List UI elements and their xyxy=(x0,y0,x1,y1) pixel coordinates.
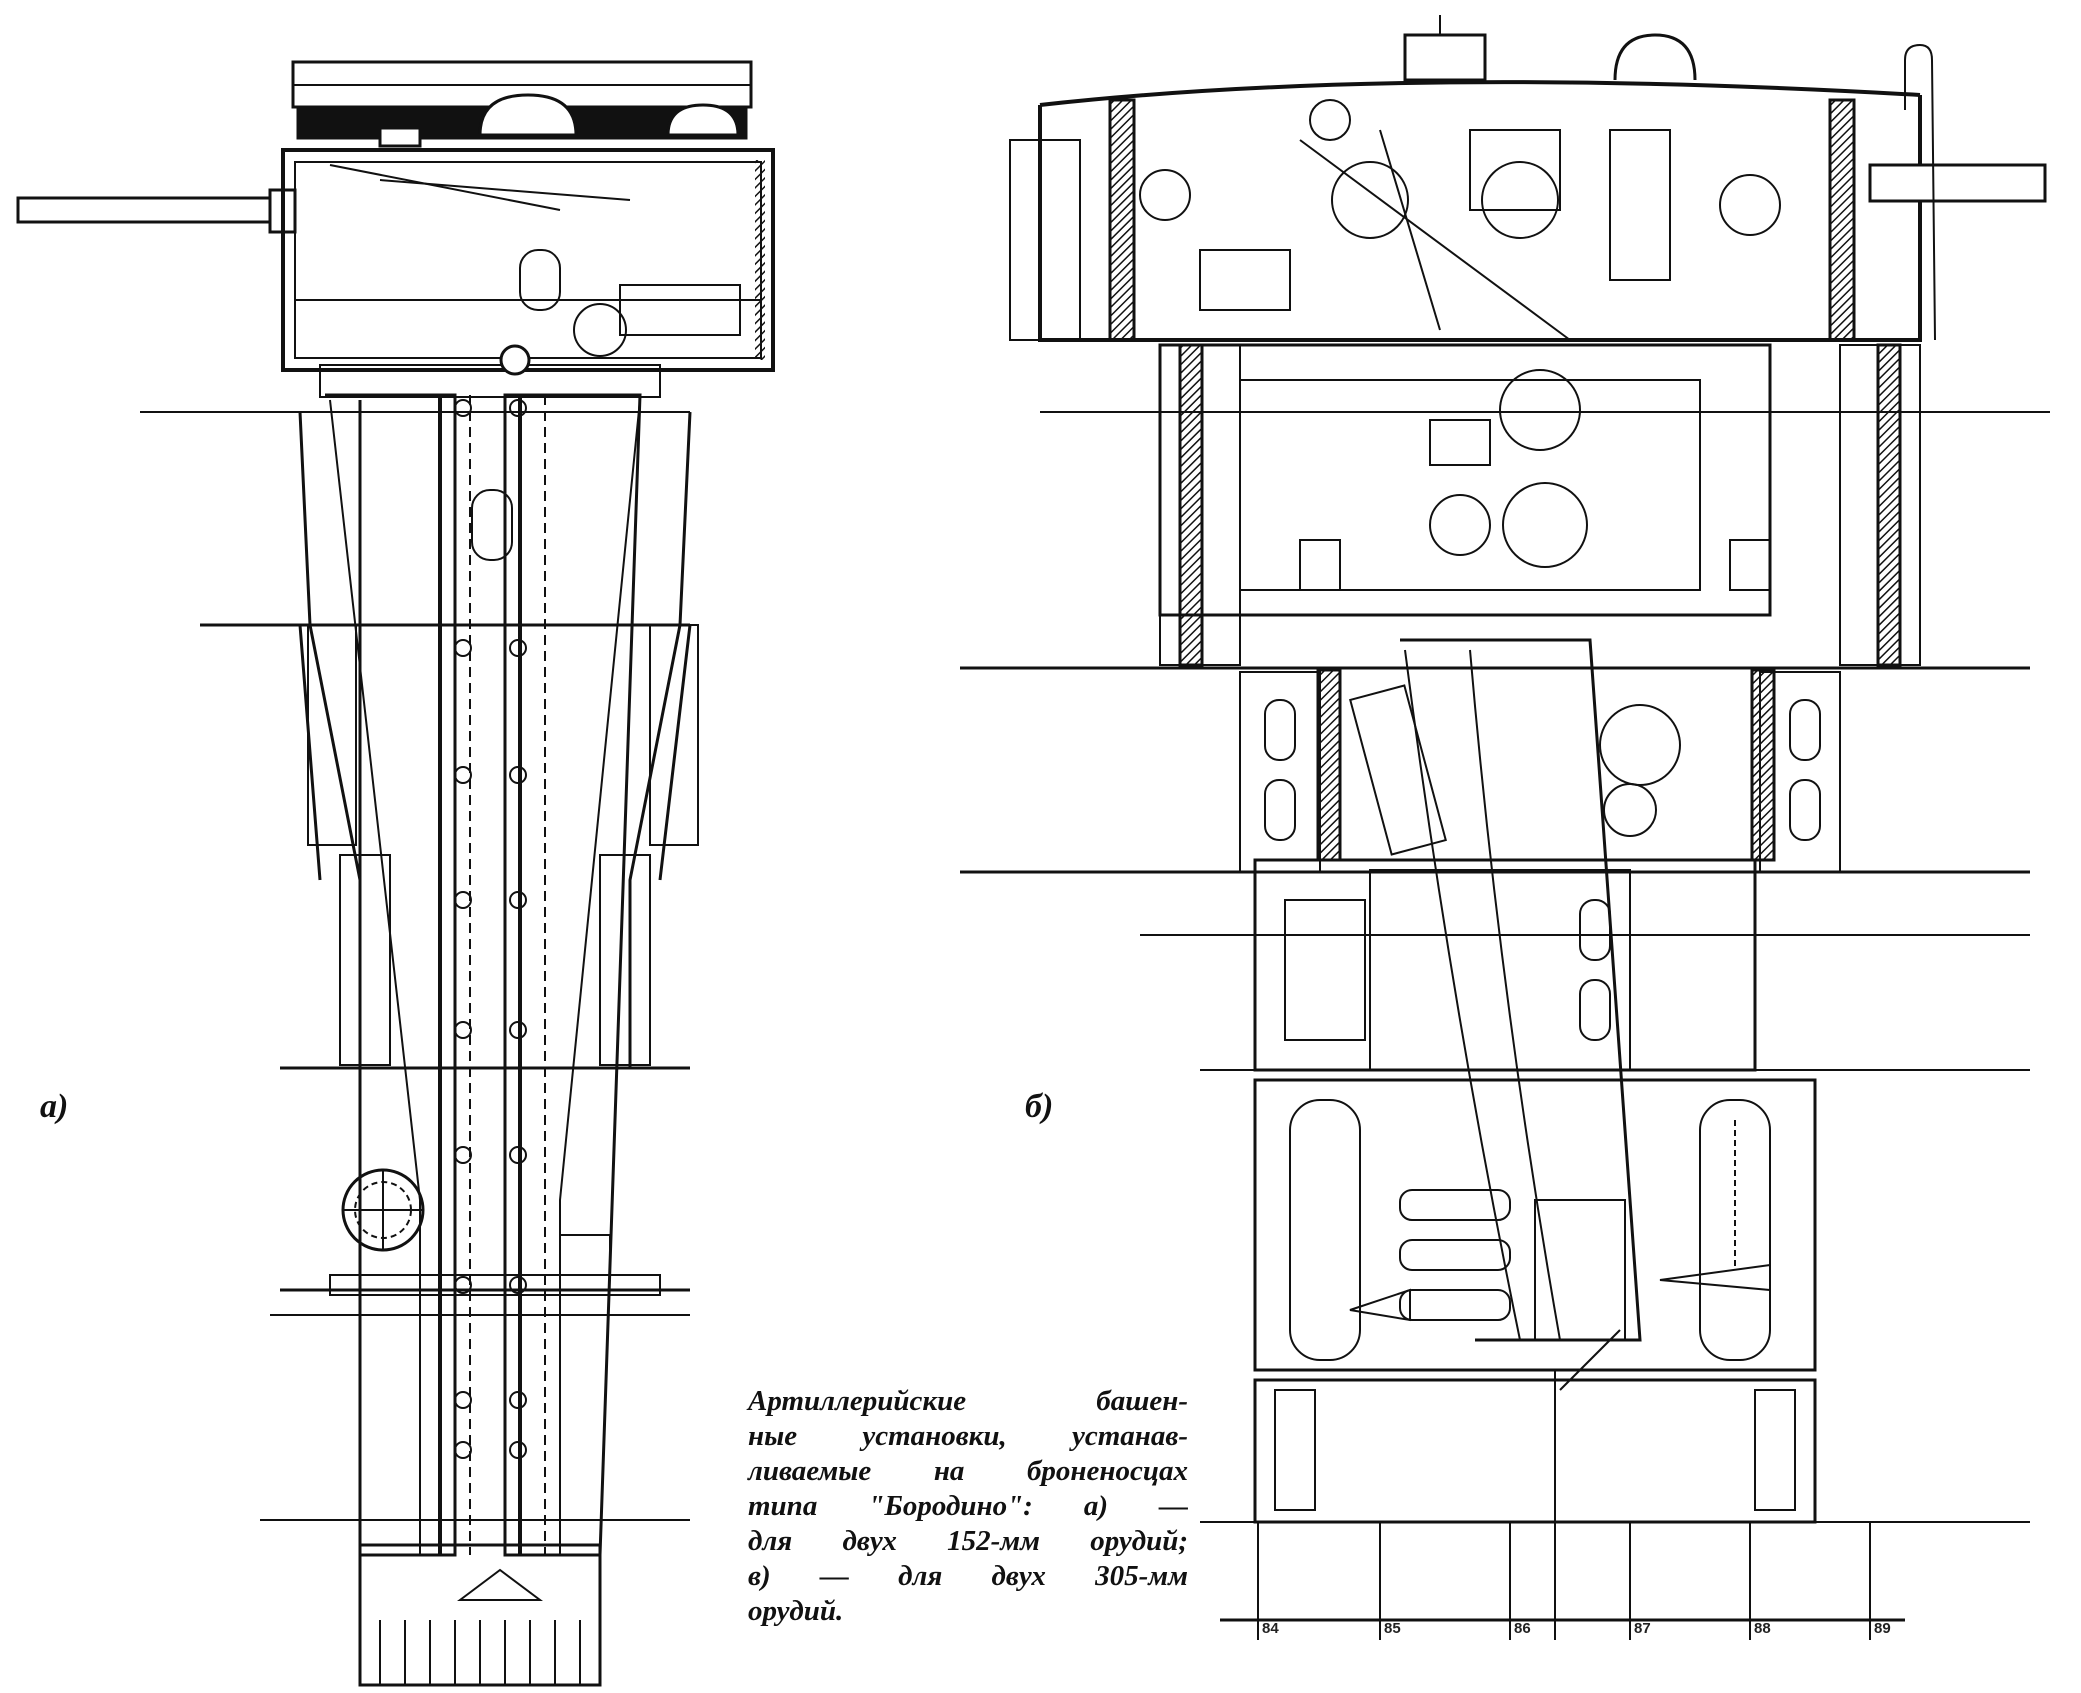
frame-tick-label: 87 xyxy=(1634,1620,1651,1637)
frame-tick-label: 84 xyxy=(1262,1620,1279,1637)
caption-line: Артиллерийские башен- xyxy=(748,1385,1188,1417)
caption-line: ные установки, устанав- xyxy=(748,1420,1188,1452)
frame-tick-label: 89 xyxy=(1874,1620,1891,1637)
figure-label-b: б) xyxy=(1025,1088,1054,1125)
caption-line: для двух 152-мм орудий; xyxy=(748,1525,1188,1557)
frame-tick-label: 88 xyxy=(1754,1620,1771,1637)
frame-tick-label: 85 xyxy=(1384,1620,1401,1637)
caption-line: ливаемые на броненосцах xyxy=(748,1455,1188,1487)
turret-152mm-drawing xyxy=(16,60,775,1687)
caption-line: в) — для двух 305-мм xyxy=(748,1560,1188,1592)
turret-305mm-drawing xyxy=(960,15,2050,1640)
figure-caption: Артиллерийские башен- ные установки, уст… xyxy=(748,1384,1188,1629)
frame-tick-label: 86 xyxy=(1514,1620,1531,1637)
figure-label-a: а) xyxy=(40,1088,69,1125)
caption-line: типа "Бородино": а) — xyxy=(748,1490,1188,1522)
caption-line: орудий. xyxy=(748,1595,844,1627)
